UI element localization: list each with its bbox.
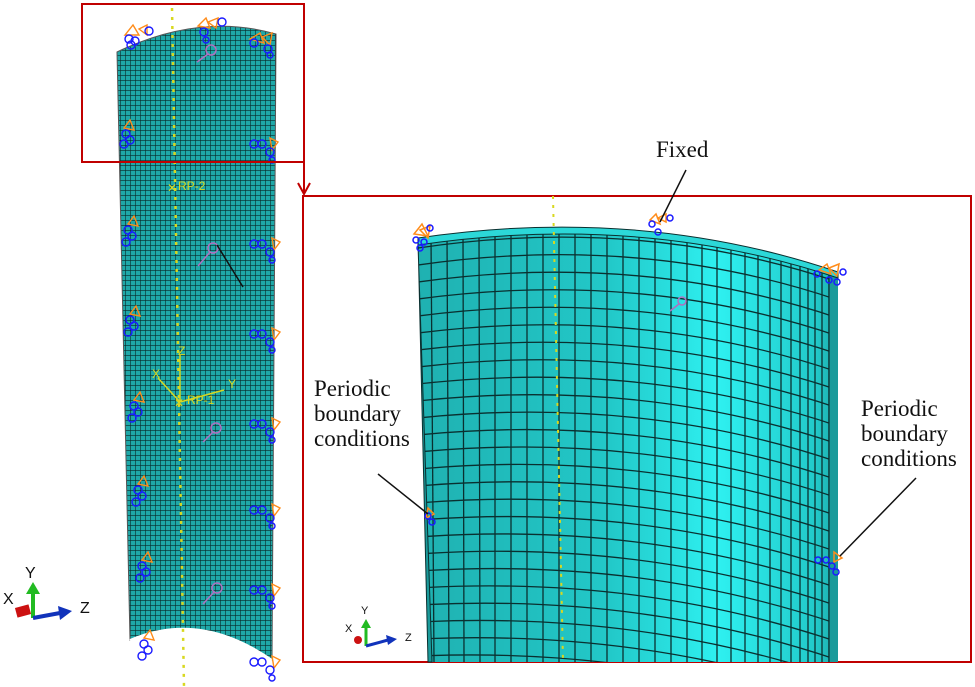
csys-z-label: Z — [178, 344, 185, 358]
zoom-triad-x-label: X — [345, 623, 353, 635]
highlight-box — [81, 3, 305, 163]
pbc-right-leader-line — [839, 477, 917, 557]
csys-y-label: Y — [228, 377, 236, 391]
rp1-marker: ✕ — [174, 396, 184, 410]
rp2-label: RP-2 — [178, 179, 206, 193]
pbc-left-line-1: Periodic — [314, 376, 391, 401]
zoom-ref-marker — [669, 296, 687, 312]
zoom-centerline — [552, 195, 564, 663]
left-inner-leader — [216, 244, 244, 288]
pbc-left-line-3: conditions — [314, 426, 410, 451]
pbc-right-annotation: Periodic boundary conditions — [861, 396, 957, 471]
ref-markers — [196, 44, 223, 605]
zoom-triad-z-label: Z — [405, 632, 412, 644]
pbc-right-line-3: conditions — [861, 446, 957, 471]
pbc-left-line-2: boundary — [314, 401, 401, 426]
fixed-leader-line — [659, 169, 687, 223]
pbc-right-line-1: Periodic — [861, 396, 938, 421]
left-axis-triad — [14, 582, 72, 620]
bc-symbols-left — [119, 16, 282, 682]
svg-text:✕: ✕ — [167, 181, 177, 195]
csys-marker — [157, 355, 225, 403]
csys-x-label: X — [152, 367, 160, 381]
pbc-right-line-2: boundary — [861, 421, 948, 446]
rp2-marker: ✕ RP-2 — [167, 179, 206, 195]
fixed-annotation: Fixed — [656, 137, 709, 162]
left-triad-y-label: Y — [25, 565, 36, 582]
left-cylinder-mesh — [116, 25, 277, 661]
zoomed-mesh — [418, 227, 838, 663]
pbc-left-leader-line — [377, 473, 429, 515]
connector-arrowhead — [297, 182, 311, 197]
left-triad-z-label: Z — [80, 600, 90, 617]
zoom-triad-y-label: Y — [361, 605, 369, 617]
zoomed-top-rim — [417, 226, 839, 279]
zoom-axis-triad — [354, 619, 397, 648]
bc-symbols-zoom — [412, 212, 847, 576]
pbc-left-annotation: Periodic boundary conditions — [314, 376, 410, 451]
left-triad-x-label: X — [3, 591, 14, 608]
rp1-label: RP-1 — [187, 393, 215, 407]
